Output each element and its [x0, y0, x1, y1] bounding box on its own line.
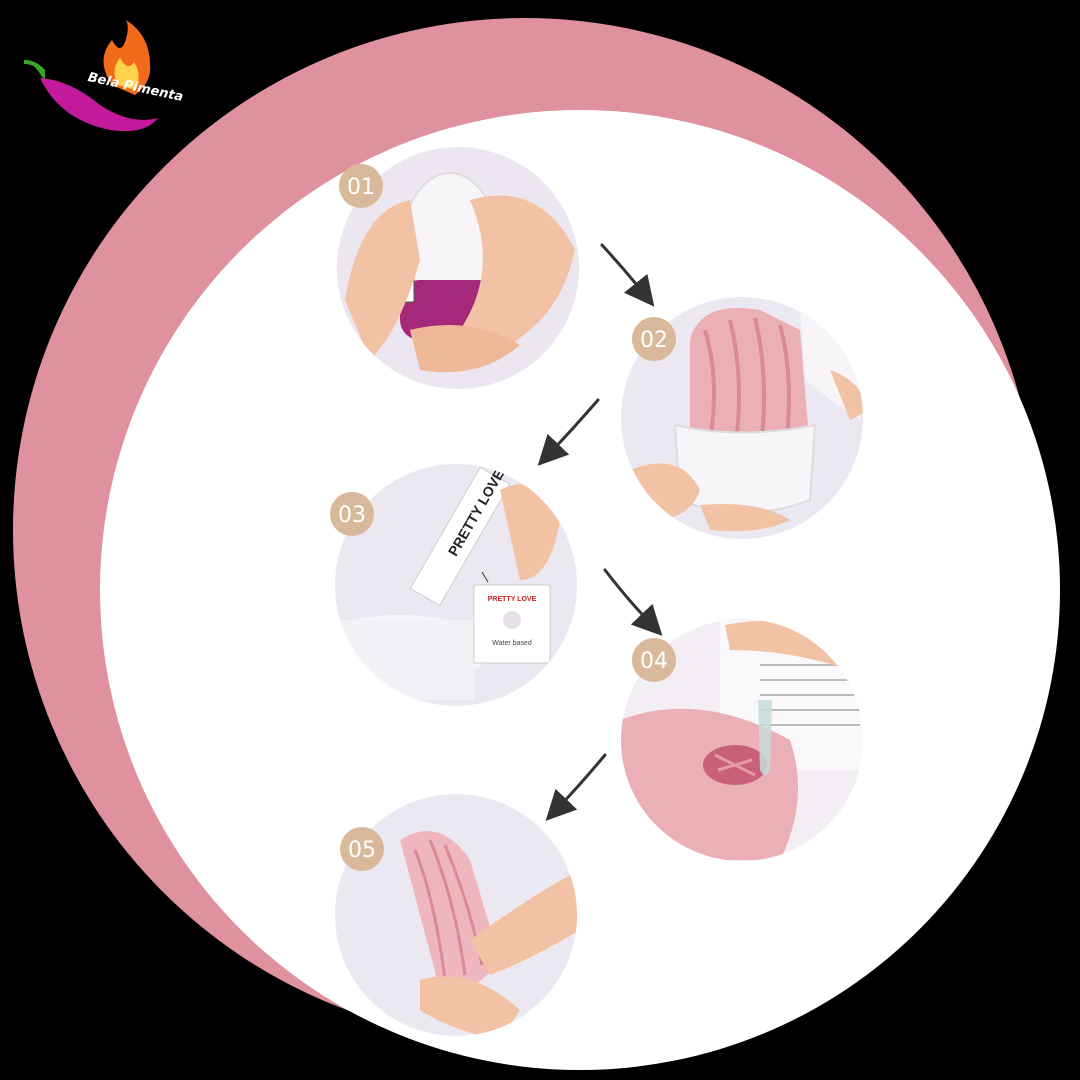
step-4-number: 04 — [640, 649, 668, 674]
step-2-badge: 02 — [632, 317, 676, 361]
step-3-number: 03 — [338, 503, 366, 528]
chili-pepper-icon — [40, 78, 158, 132]
step-5-number: 05 — [348, 838, 376, 863]
step-5-photo — [335, 794, 577, 1036]
arrow-3-to-4-icon — [603, 568, 663, 636]
sachet-label: Water based — [492, 640, 532, 647]
arrow-2-to-3-icon — [537, 398, 600, 466]
step-5-badge: 05 — [340, 827, 384, 871]
step-1-number: 01 — [347, 175, 375, 200]
arrow-1-to-2-icon — [600, 243, 655, 307]
step-2-photo — [621, 297, 863, 539]
sachet-brand: PRETTY LOVE — [488, 596, 537, 603]
white-circle — [100, 110, 1060, 1070]
step-4-badge: 04 — [632, 638, 676, 682]
step-3-badge: 03 — [330, 492, 374, 536]
arrow-4-to-5-icon — [545, 753, 607, 821]
step-1-badge: 01 — [339, 164, 383, 208]
step-1-photo — [337, 147, 579, 389]
step-2-number: 02 — [640, 328, 668, 353]
